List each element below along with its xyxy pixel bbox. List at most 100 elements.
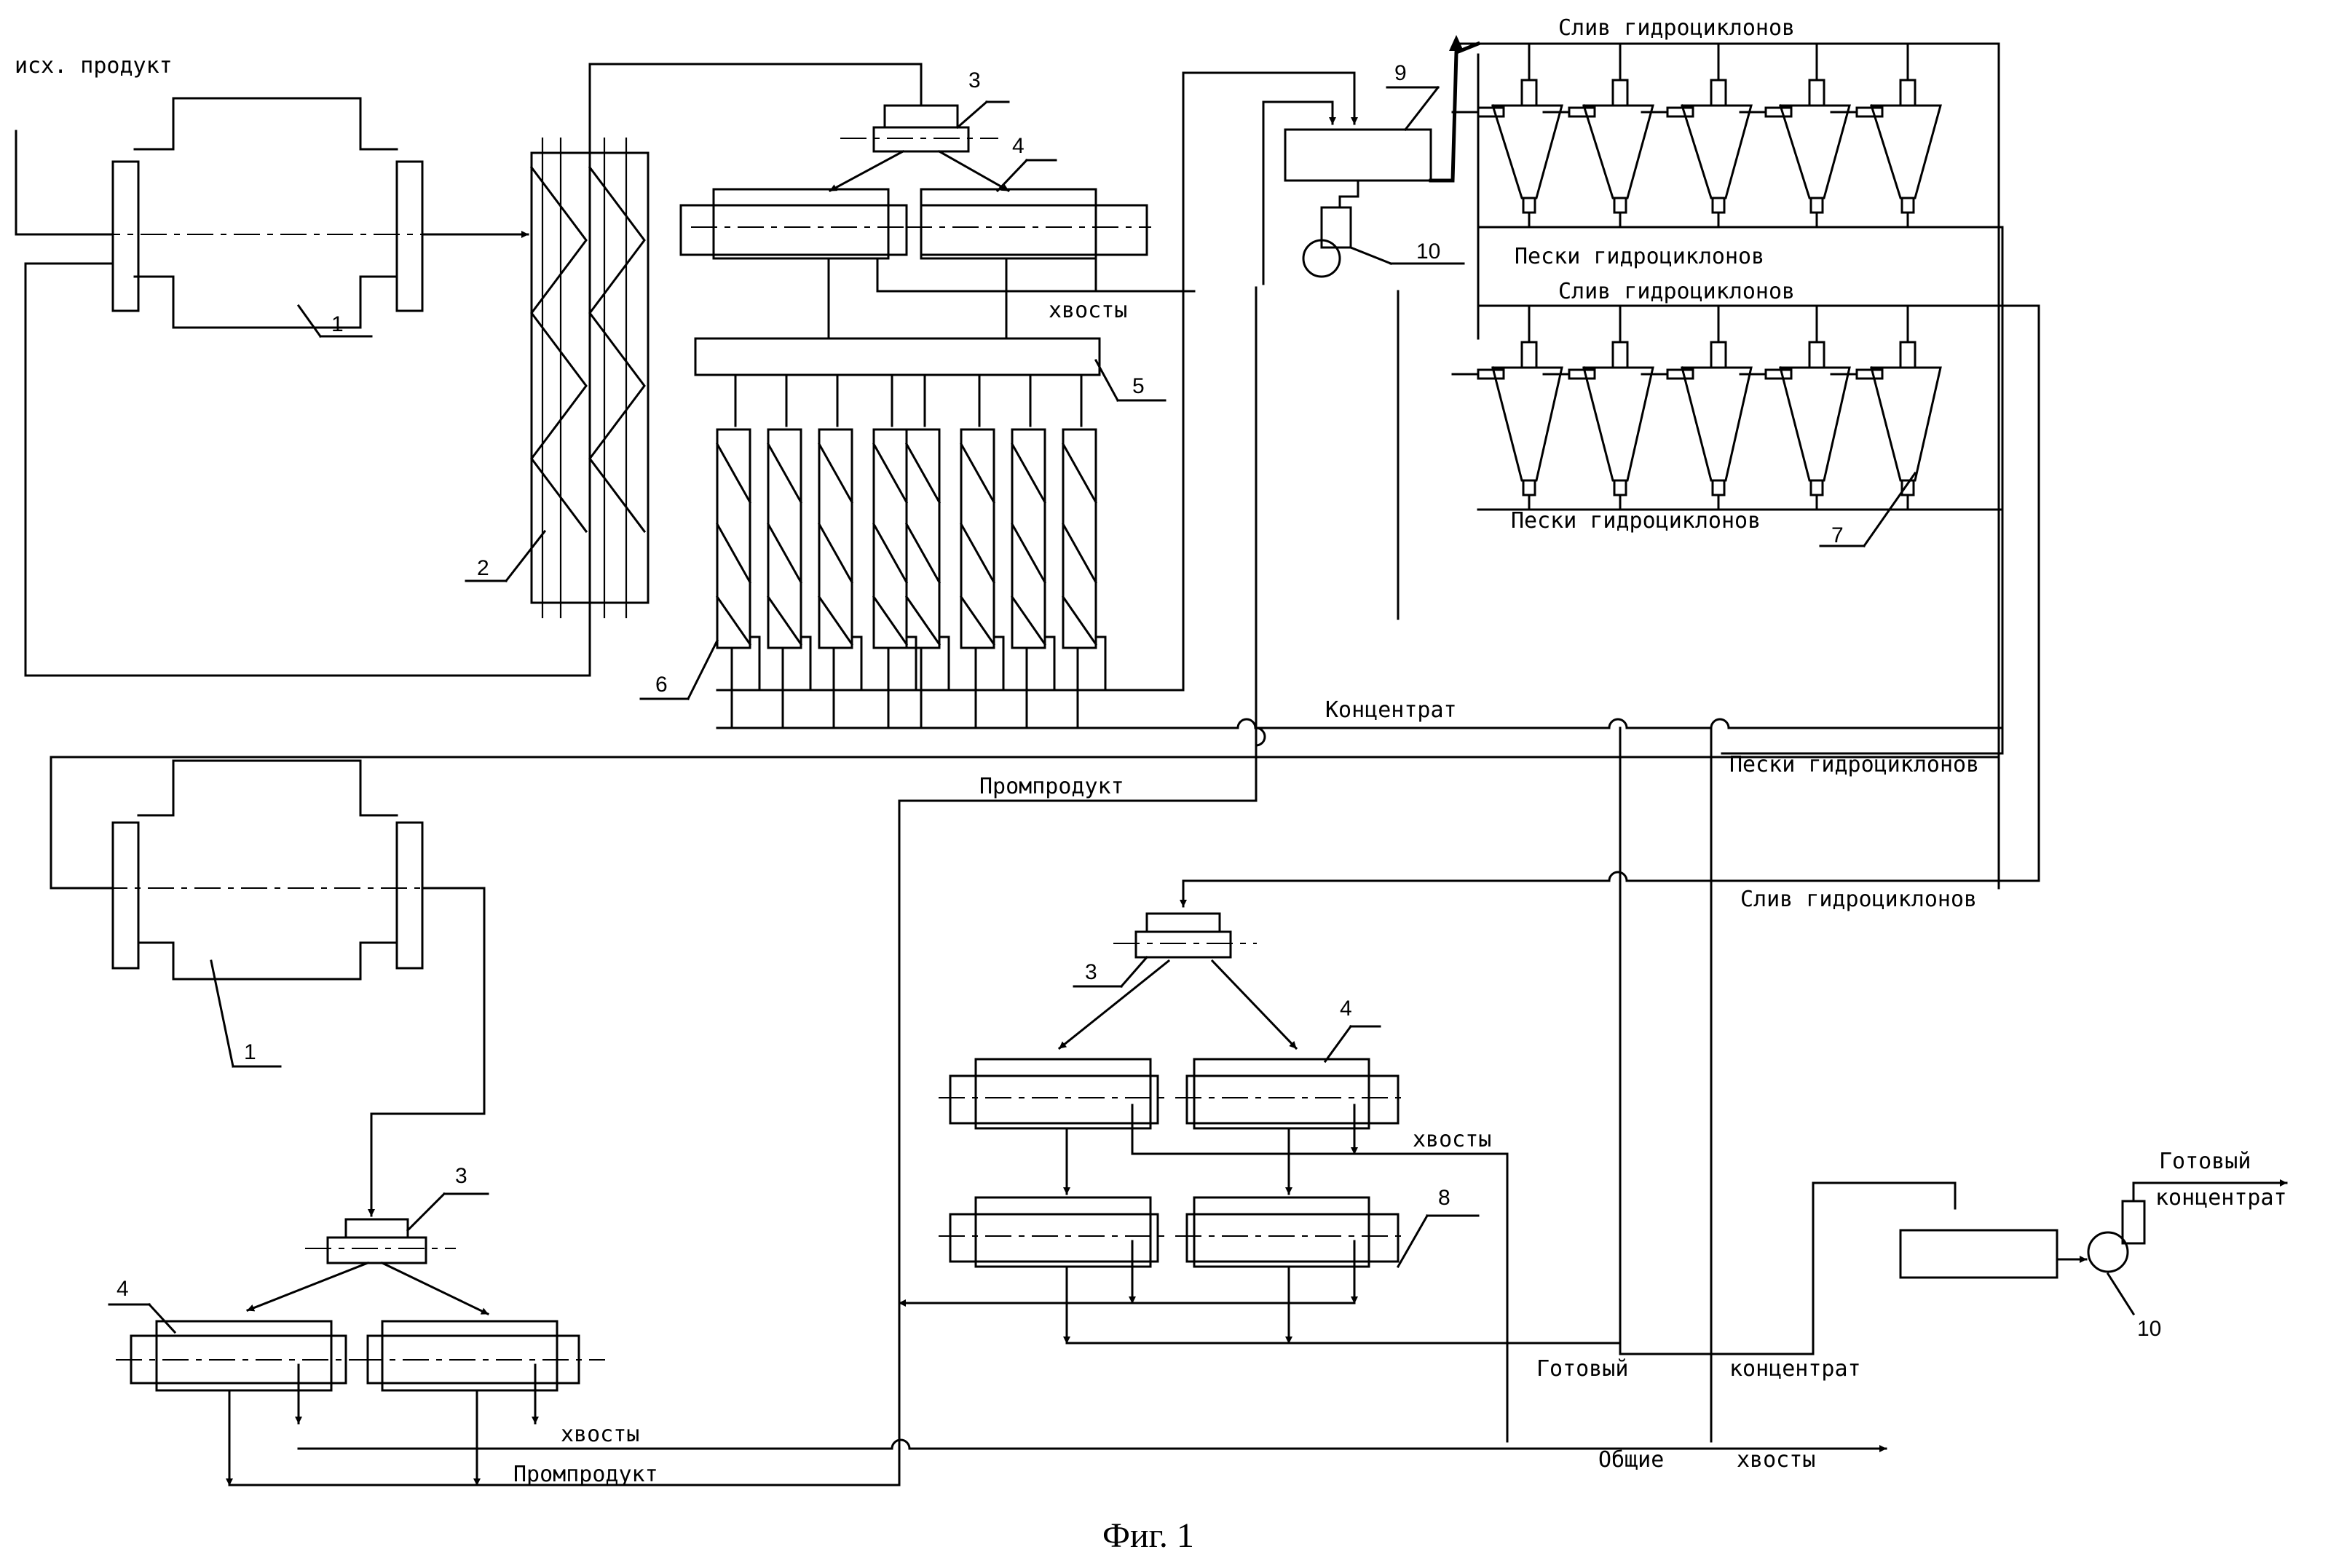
number-5: 5 (1132, 374, 1145, 398)
hydrocyclones-upper (1453, 44, 1941, 227)
spiral-unit-7 (1012, 375, 1054, 728)
number-8: 8 (1438, 1186, 1450, 1210)
concentrate-cross-1 (1238, 719, 1255, 728)
separator-top-right (907, 189, 1150, 258)
leader-5 (1096, 360, 1118, 400)
distributor (695, 338, 1100, 375)
overflow-cross (1609, 872, 1627, 881)
leader-1-bottom (211, 961, 233, 1066)
leader-6-slope (688, 641, 717, 699)
feeder-mid-to-right (1212, 961, 1296, 1048)
separator-mid-right (1176, 1059, 1409, 1128)
spiral-unit-3 (819, 375, 861, 728)
label-concentrate: Концентрат (1325, 697, 1457, 723)
feeder-to-sep-left (830, 151, 903, 191)
number-4-bottom-left: 4 (117, 1277, 129, 1301)
hydrocyclone-upper-2 (1544, 44, 1653, 227)
label-finished-top: Готовый (2159, 1149, 2251, 1174)
separator-bottom-left-a (117, 1321, 360, 1390)
mill-to-feeder-bottom (371, 888, 484, 1216)
number-10-top: 10 (1416, 239, 1440, 264)
number-9: 9 (1394, 61, 1407, 85)
separator-clean-left (939, 1197, 1169, 1267)
leader-1-top (299, 306, 320, 336)
number-1-top: 1 (331, 312, 344, 336)
leader-3-top (958, 102, 987, 127)
hydrocyclone-upper-3 (1642, 44, 1751, 227)
overflow-to-feeder (1183, 881, 1609, 906)
sump (1285, 130, 1431, 181)
leader-2-slope (506, 531, 545, 581)
number-4-mid: 4 (1340, 997, 1352, 1021)
final-tank (1900, 1230, 2057, 1278)
mill-bottom (102, 761, 437, 979)
hydrocyclone-lower-2 (1544, 306, 1653, 510)
label-middlings-bottom: Промпродукт (513, 1462, 658, 1487)
number-2: 2 (477, 556, 489, 580)
concentrate-cross-3 (1711, 719, 1729, 728)
label-source-product: исх. продукт (15, 53, 173, 79)
finished-conc-to-pump (1620, 1183, 1955, 1354)
sump-to-pump (1340, 181, 1358, 207)
spiral-unit-4 (874, 375, 916, 728)
hydrocyclone-lower-1 (1453, 306, 1562, 510)
leader-10-bottom (2108, 1274, 2133, 1314)
figure-caption: Фиг. 1 (1102, 1516, 1194, 1555)
spiral-to-sump (1183, 73, 1191, 690)
number-3-bottom-left: 3 (455, 1164, 467, 1188)
feeder-bl-to-right (382, 1263, 488, 1314)
sep-top-tails-line (877, 258, 1194, 291)
label-tails-3: хвосты (561, 1422, 639, 1447)
leader-9 (1405, 87, 1438, 130)
leader-4-bottom (149, 1304, 175, 1332)
label-overflow-right: Слив гидроциклонов (1740, 887, 1977, 912)
mill-top (95, 98, 488, 328)
spiral-separators (717, 375, 1105, 728)
number-4-top: 4 (1012, 134, 1025, 158)
label-finished-mid-right: концентрат (1729, 1356, 1861, 1382)
hydrocyclone-lower-3 (1642, 306, 1751, 510)
label-sands-lower: Пески гидроциклонов (1511, 508, 1761, 534)
spiral-classifier (532, 138, 648, 617)
pump-bottom-body (2123, 1201, 2144, 1243)
label-general-tails-right: хвосты (1737, 1447, 1815, 1473)
label-overflow-top: Слив гидроциклонов (1558, 15, 1795, 41)
feeder-to-sep-right (939, 151, 1008, 191)
label-tails-2: хвосты (1413, 1127, 1491, 1152)
leader-10-top (1351, 248, 1391, 264)
middlings-top-line (899, 288, 1256, 1485)
hydrocyclone-upper-5 (1831, 44, 1941, 227)
hydrocyclone-lower-5 (1831, 306, 1941, 510)
number-7: 7 (1831, 523, 1844, 547)
number-3-mid: 3 (1085, 960, 1097, 984)
concentrate-cross-2 (1609, 719, 1627, 728)
label-sands-right: Пески гидроциклонов (1729, 752, 1979, 777)
leader-4-mid (1325, 1026, 1351, 1061)
feeder-bottom-left (306, 1219, 455, 1263)
separator-bottom-left-b (357, 1321, 604, 1390)
hydrocyclone-upper-4 (1740, 44, 1850, 227)
separator-mid-left (939, 1059, 1169, 1128)
label-middlings-top: Промпродукт (979, 774, 1124, 799)
number-6: 6 (655, 673, 668, 697)
spiral-unit-2 (768, 375, 810, 728)
separator-top-left (681, 189, 917, 258)
label-finished-mid-left: Готовый (1536, 1356, 1628, 1382)
feeder-mid (1114, 914, 1256, 957)
separator-clean-right (1176, 1197, 1409, 1267)
leader-4-top (998, 160, 1027, 191)
spiral-unit-6 (961, 375, 1003, 728)
number-1-bottom: 1 (244, 1040, 256, 1064)
hydrocyclone-lower-4 (1740, 306, 1850, 510)
finished-conc-line (1067, 1343, 1620, 1354)
label-tails-1: хвосты (1049, 298, 1127, 323)
number-3-top: 3 (968, 68, 981, 92)
leader-8 (1398, 1216, 1427, 1267)
leader-3-bottom (408, 1194, 444, 1230)
label-overflow-mid: Слив гидроциклонов (1558, 279, 1795, 304)
hydrocyclones-lower (1453, 306, 1941, 510)
label-sands-upper: Пески гидроциклонов (1515, 244, 1764, 269)
label-finished-bottom: концентрат (2155, 1185, 2287, 1211)
feeder-mid-to-left (1059, 961, 1169, 1048)
